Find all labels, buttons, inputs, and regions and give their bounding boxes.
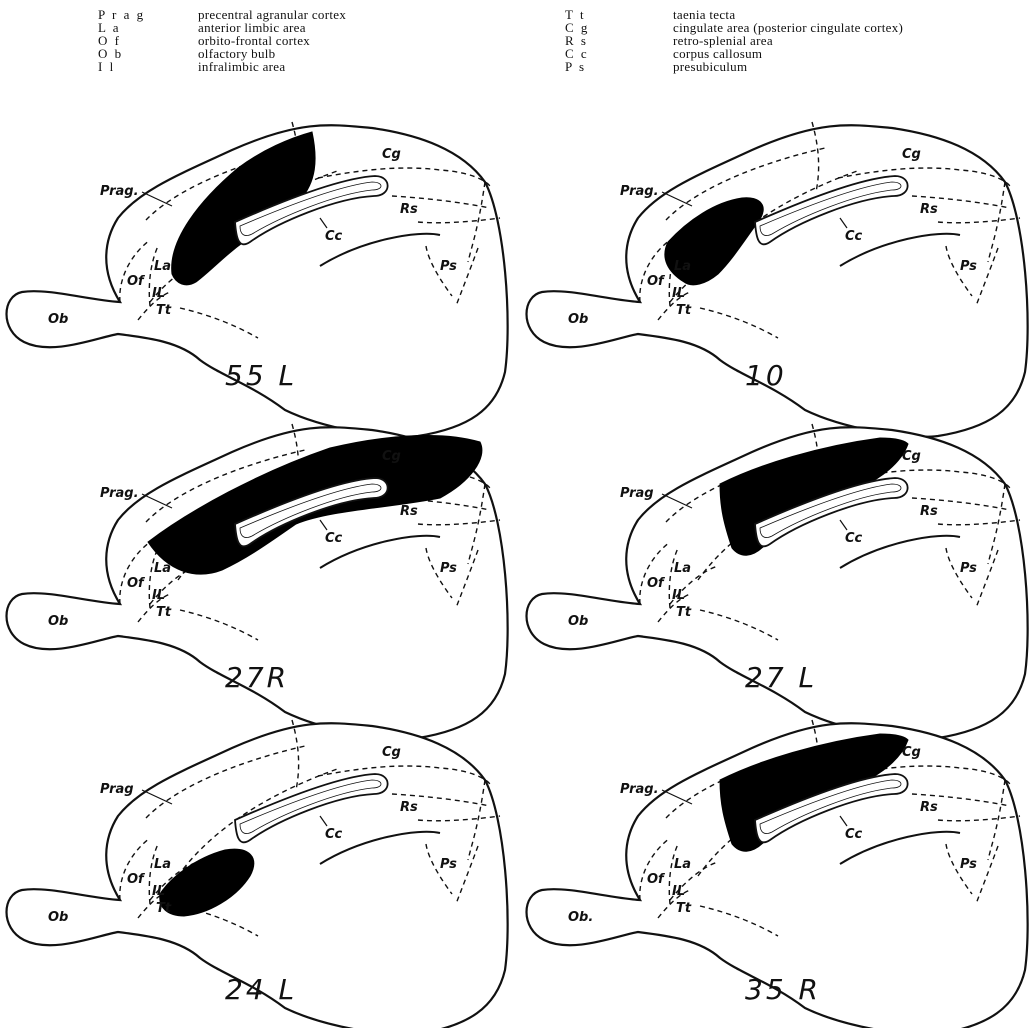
region-label-tt: Tt [676, 606, 691, 619]
region-label-of: Of [647, 873, 664, 886]
region-label-tt: Tt [156, 304, 171, 317]
region-label-il: IL [152, 287, 165, 300]
region-label-cg: Cg [382, 148, 401, 161]
region-label-la: La [674, 260, 691, 273]
region-label-cg: Cg [902, 148, 921, 161]
region-label-prag: Prag. [620, 783, 659, 796]
region-label-rs: Rs [920, 801, 938, 814]
region-label-tt: Tt [156, 606, 171, 619]
region-label-prag: Prag [620, 487, 654, 500]
region-label-il: IL [152, 589, 165, 602]
region-label-prag: Prag. [100, 487, 139, 500]
region-label-ps: Ps [440, 858, 457, 871]
region-label-la: La [674, 562, 691, 575]
region-label-il: IL [672, 885, 685, 898]
region-label-rs: Rs [920, 203, 938, 216]
region-label-of: Of [127, 873, 144, 886]
region-label-ob: Ob [48, 911, 68, 924]
region-label-cc: Cc [845, 532, 862, 545]
region-label-rs: Rs [400, 203, 418, 216]
region-label-of: Of [127, 275, 144, 288]
region-label-ob: Ob [48, 615, 68, 628]
region-label-ob: Ob [568, 615, 588, 628]
panel-id-label: 10 [745, 362, 787, 390]
panel-55l: Prag. LaOfOb IL Tt CgRsCcPs 55 L [0, 110, 516, 430]
region-label-la: La [154, 858, 171, 871]
region-label-il: IL [672, 589, 685, 602]
region-label-ob: Ob. [568, 911, 593, 924]
region-label-rs: Rs [920, 505, 938, 518]
region-label-ps: Ps [960, 260, 977, 273]
region-label-ob: Ob [48, 313, 68, 326]
region-label-prag: Prag. [620, 185, 659, 198]
region-label-of: Of [647, 275, 664, 288]
region-label-ps: Ps [960, 562, 977, 575]
region-label-cc: Cc [845, 828, 862, 841]
panel-id-label: 27R [225, 664, 289, 692]
region-label-la: La [154, 562, 171, 575]
region-label-cg: Cg [902, 746, 921, 759]
region-label-cc: Cc [325, 230, 342, 243]
region-label-il: IL [672, 287, 685, 300]
panel-id-label: 55 L [225, 362, 297, 390]
panel-id-label: 27 L [745, 664, 817, 692]
panel-27r: Prag. LaOfOb IL Tt CgRsCcPs 27R [0, 412, 516, 732]
legend-abbr: I l [98, 60, 198, 73]
region-label-tt: Tt [676, 304, 691, 317]
region-label-prag: Prag [100, 783, 134, 796]
legend-abbr: P s [565, 60, 673, 73]
region-label-prag: Prag. [100, 185, 139, 198]
region-label-ob: Ob [568, 313, 588, 326]
region-label-la: La [674, 858, 691, 871]
panel-id-label: 35 R [745, 976, 821, 1004]
region-label-cg: Cg [382, 450, 401, 463]
region-label-la: La [154, 260, 171, 273]
panel-id-label: 24 L [225, 976, 297, 1004]
region-label-tt: Tt [156, 902, 171, 915]
region-label-cc: Cc [325, 828, 342, 841]
region-label-cc: Cc [845, 230, 862, 243]
region-label-cg: Cg [902, 450, 921, 463]
region-label-ps: Ps [440, 260, 457, 273]
legend-desc: presubiculum [673, 60, 747, 73]
region-label-il: IL [152, 885, 165, 898]
region-label-rs: Rs [400, 801, 418, 814]
legend-desc: infralimbic area [198, 60, 285, 73]
region-label-cc: Cc [325, 532, 342, 545]
panel-27l: PragLaOfOb IL Tt CgRsCcPs 27 L [520, 412, 1032, 732]
region-label-of: Of [127, 577, 144, 590]
region-label-of: Of [647, 577, 664, 590]
region-label-ps: Ps [960, 858, 977, 871]
region-label-rs: Rs [400, 505, 418, 518]
panel-24l: PragLaOfOb IL Tt CgRsCcPs 24 L [0, 708, 516, 1028]
region-label-cg: Cg [382, 746, 401, 759]
region-label-ps: Ps [440, 562, 457, 575]
region-label-tt: Tt [676, 902, 691, 915]
